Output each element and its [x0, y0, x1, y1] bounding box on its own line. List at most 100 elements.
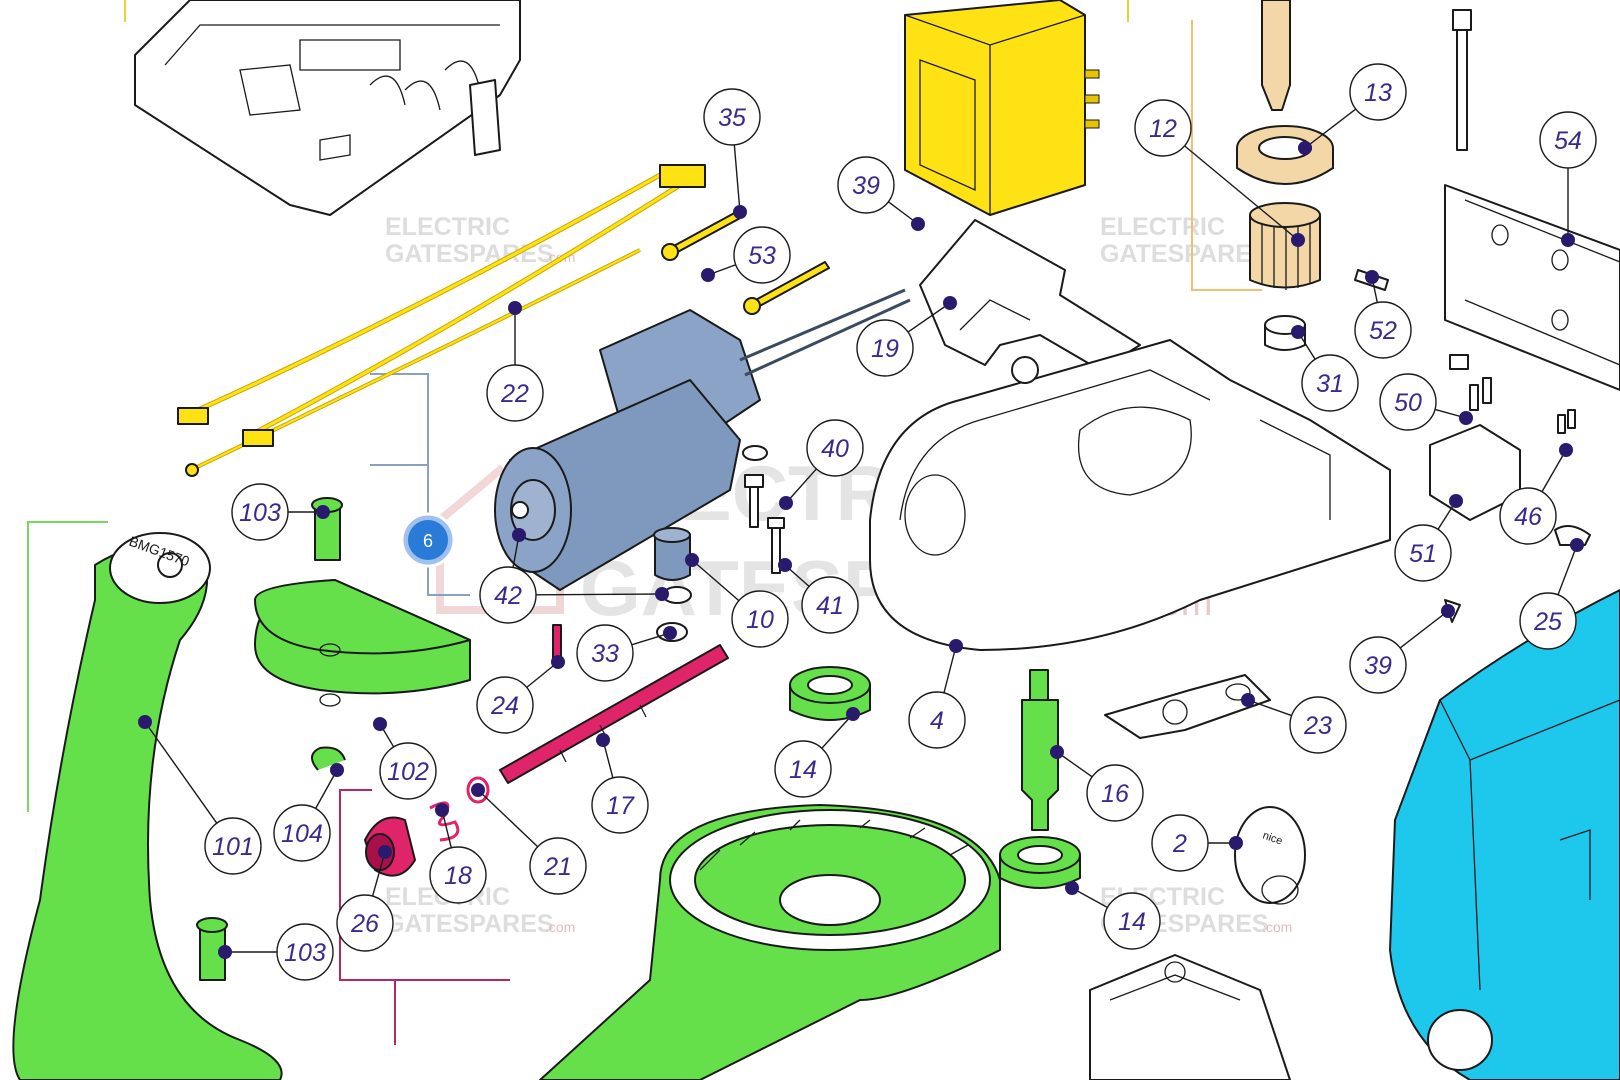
callout-dot-c22-0 [508, 301, 522, 315]
callout-c50: 50 [1379, 373, 1437, 431]
callout-circle-c21 [529, 837, 587, 895]
small-pinion [653, 527, 691, 581]
callout-circle-c25 [1519, 592, 1577, 650]
profile-bar [1444, 184, 1620, 391]
callout-dot-c19-0 [943, 296, 957, 310]
callout-circle-c12 [1134, 99, 1192, 157]
leader-c16-0 [1056, 751, 1093, 778]
callout-c2: 2 [1151, 814, 1209, 872]
callout-label-c25: 25 [1533, 608, 1562, 636]
svg-text:.com: .com [1262, 919, 1292, 935]
callout-c14b: 14 [1103, 892, 1161, 950]
callout-circle-c54 [1539, 111, 1597, 169]
callout-circle-c50 [1379, 373, 1437, 431]
callout-c33: 33 [576, 624, 634, 682]
callout-c10: 10 [731, 590, 789, 648]
callout-label-c102: 102 [387, 758, 429, 786]
callout-label-c12: 12 [1149, 115, 1177, 143]
callout-c39b: 39 [1349, 636, 1407, 694]
callout-label-c26: 26 [350, 910, 379, 938]
svg-text:GATESPARES: GATESPARES [385, 240, 554, 268]
callout-c17: 17 [591, 776, 649, 834]
badge-6: 6 [400, 512, 456, 568]
callout-label-c41: 41 [816, 592, 844, 620]
svg-text:GATESPARES: GATESPARES [1100, 240, 1269, 268]
callout-c103a: 103 [231, 483, 289, 541]
callout-label-c35: 35 [718, 104, 746, 132]
crown-gear-arm [539, 804, 1001, 1080]
callout-c35: 35 [703, 88, 761, 146]
leader-c21-0 [477, 789, 539, 848]
motor [494, 288, 911, 591]
callout-circle-c51 [1394, 524, 1452, 582]
callout-dot-c103a-0 [316, 505, 330, 519]
callout-circle-c53 [733, 226, 791, 284]
callout-circle-c17 [591, 776, 649, 834]
callout-label-c23: 23 [1303, 712, 1332, 740]
callout-circle-c16 [1086, 764, 1144, 822]
leader-c12-0 [1184, 145, 1299, 241]
callout-dot-c46-0 [1559, 443, 1573, 457]
callout-dot-c35-0 [733, 205, 747, 219]
callout-label-c19: 19 [871, 335, 899, 363]
svg-text:GATESPARES: GATESPARES [385, 910, 554, 938]
callout-circle-c46 [1499, 487, 1557, 545]
callout-label-c40: 40 [821, 435, 849, 463]
svg-text:.com: .com [545, 919, 575, 935]
callout-label-c50: 50 [1394, 389, 1422, 417]
callout-dot-c42-0 [512, 528, 526, 542]
callout-circle-c35 [703, 88, 761, 146]
callout-c21: 21 [529, 837, 587, 895]
callout-dot-c54-0 [1561, 233, 1575, 247]
callout-c31: 31 [1301, 354, 1359, 412]
callout-dot-c2-0 [1229, 836, 1243, 850]
circlip [311, 746, 346, 771]
callout-dot-c39b-0 [1441, 604, 1455, 618]
group-brackets [27, 0, 1262, 1045]
callout-c12: 12 [1134, 99, 1192, 157]
callout-dot-c103b-0 [218, 945, 232, 959]
leader-c23-0 [1247, 699, 1292, 717]
callout-dot-c102-0 [373, 717, 387, 731]
callout-c13: 13 [1349, 63, 1407, 121]
callout-circle-c104 [273, 804, 331, 862]
callout-dot-c41-0 [778, 558, 792, 572]
svg-text:ELECTRIC: ELECTRIC [385, 213, 510, 241]
callout-label-c33: 33 [591, 640, 619, 668]
wiring-harness [177, 164, 706, 477]
callout-dot-c40-0 [779, 496, 793, 510]
leader-c10-0 [691, 559, 740, 602]
callout-dot-c13-0 [1298, 141, 1312, 155]
screw-yellow-1 [661, 209, 745, 261]
callout-circle-c2 [1151, 814, 1209, 872]
watermark-small-3: ELECTRIC GATESPARES .com [385, 883, 575, 938]
callout-dot-c16-0 [1050, 745, 1064, 759]
callout-dot-c39a-0 [911, 217, 925, 231]
output-shaft [1021, 669, 1059, 831]
callout-circle-c24 [476, 676, 534, 734]
callout-label-c103a: 103 [239, 499, 281, 527]
control-board-housing [134, 0, 521, 216]
callout-c102: 102 [379, 742, 437, 800]
callout-c53: 53 [733, 226, 791, 284]
callout-dot-c4-0 [949, 639, 963, 653]
callout-dot-c53-0 [701, 268, 715, 282]
callout-label-c101: 101 [212, 833, 254, 861]
callout-circle-c26 [336, 894, 394, 952]
screw-yellow-2 [743, 261, 830, 315]
callout-label-c54: 54 [1554, 127, 1582, 155]
leader-c42-1 [535, 593, 663, 596]
spring-ring [466, 776, 490, 804]
leader-c14a-0 [821, 713, 854, 749]
callout-c39a: 39 [837, 156, 895, 214]
leader-c46-0 [1541, 449, 1567, 493]
callout-label-c103b: 103 [284, 939, 326, 967]
callout-dot-c31-0 [1291, 325, 1305, 339]
cyan-cover [1389, 589, 1620, 1080]
leader-c40-0 [785, 468, 817, 504]
callout-c22: 22 [486, 364, 544, 422]
watermark-small-1: ELECTRIC GATESPARES .com [385, 213, 575, 268]
callout-dot-c17-0 [596, 733, 610, 747]
